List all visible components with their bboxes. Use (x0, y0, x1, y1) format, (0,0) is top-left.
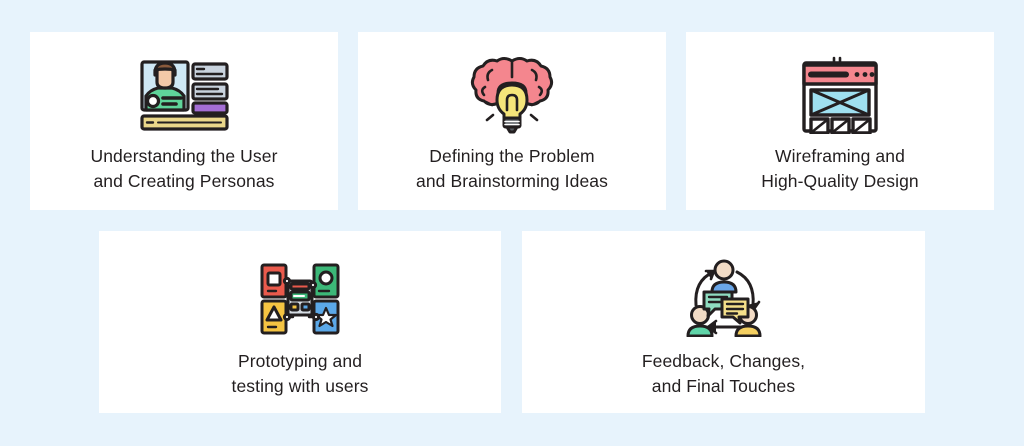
card-label-line2: and Final Touches (651, 376, 796, 396)
card-label-defining-problem: Defining the Problem and Brainstorming Id… (406, 144, 618, 194)
card-label-line2: and Creating Personas (93, 171, 275, 191)
card-label-line1: Feedback, Changes, (641, 351, 806, 371)
brain-lightbulb-icon (358, 32, 666, 140)
persona-profile-icon (30, 32, 338, 140)
card-label-line1: Wireframing and (775, 146, 905, 166)
wireframe-browser-icon (686, 32, 994, 140)
prototype-flow-icon (99, 231, 501, 343)
card-label-line2: and Brainstorming Ideas (416, 171, 608, 191)
card-label-line1: Defining the Problem (429, 146, 595, 166)
card-label-understanding-user: Understanding the User and Creating Perso… (80, 144, 287, 194)
card-label-prototyping-testing: Prototyping and testing with users (222, 349, 379, 399)
card-label-feedback-final-touches: Feedback, Changes, and Final Touches (632, 349, 815, 399)
card-label-line2: testing with users (231, 376, 369, 396)
card-label-line1: Understanding the User (90, 146, 278, 166)
card-defining-problem[interactable]: Defining the Problem and Brainstorming Id… (358, 32, 666, 210)
card-understanding-user[interactable]: Understanding the User and Creating Perso… (30, 32, 338, 210)
feedback-people-icon (522, 231, 925, 343)
card-label-line2: High-Quality Design (761, 171, 919, 191)
card-prototyping-testing[interactable]: Prototyping and testing with users (99, 231, 501, 413)
card-feedback-final-touches[interactable]: Feedback, Changes, and Final Touches (522, 231, 925, 413)
card-label-line1: Prototyping and (237, 351, 363, 371)
